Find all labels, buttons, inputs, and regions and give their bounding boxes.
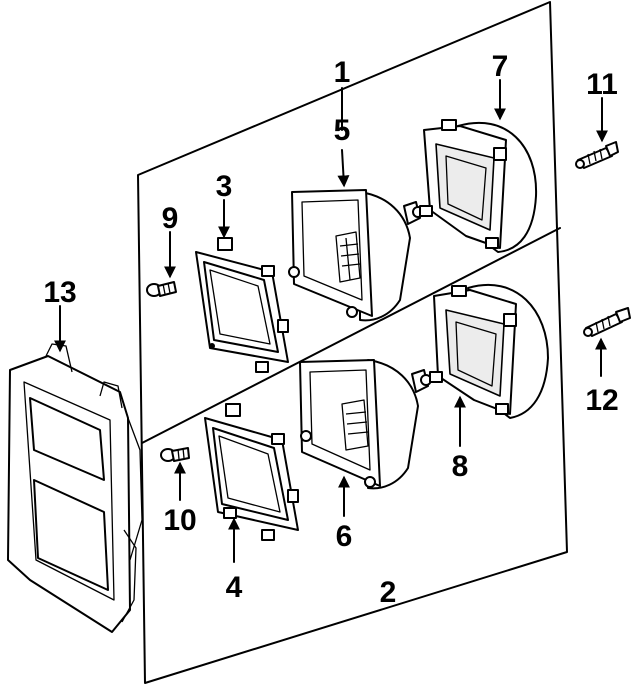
part-3-retaining-ring [195, 237, 289, 373]
part-6-sealed-beam-lamp [299, 359, 432, 490]
callout-7: 7 [492, 50, 509, 83]
leader-lines [54, 79, 608, 563]
part-12-adjuster [583, 307, 631, 337]
callout-9: 9 [162, 202, 179, 235]
part-10-screw [160, 447, 190, 462]
callout-4: 4 [226, 571, 243, 604]
part-11-adjuster [575, 141, 619, 169]
callout-8: 8 [452, 450, 469, 483]
callout-2: 2 [380, 576, 397, 609]
part-5-sealed-beam-lamp [288, 189, 424, 322]
callout-1: 1 [334, 56, 351, 89]
callout-12: 12 [585, 384, 618, 417]
callout-6: 6 [336, 520, 353, 553]
callout-10: 10 [163, 504, 196, 537]
part-7-mounting-bracket [419, 119, 538, 253]
callout-5: 5 [334, 114, 351, 147]
callout-3: 3 [216, 170, 233, 203]
callout-13: 13 [43, 276, 76, 309]
callout-labels: 1 2 3 4 5 6 7 8 9 10 11 12 13 [43, 50, 618, 609]
part-9-screw [146, 281, 177, 297]
assembly-panel [137, 1, 568, 684]
part-8-mounting-bracket [429, 283, 549, 419]
callout-11: 11 [586, 68, 618, 101]
part-4-retaining-ring [204, 403, 299, 541]
part-13-bezel [7, 343, 143, 633]
